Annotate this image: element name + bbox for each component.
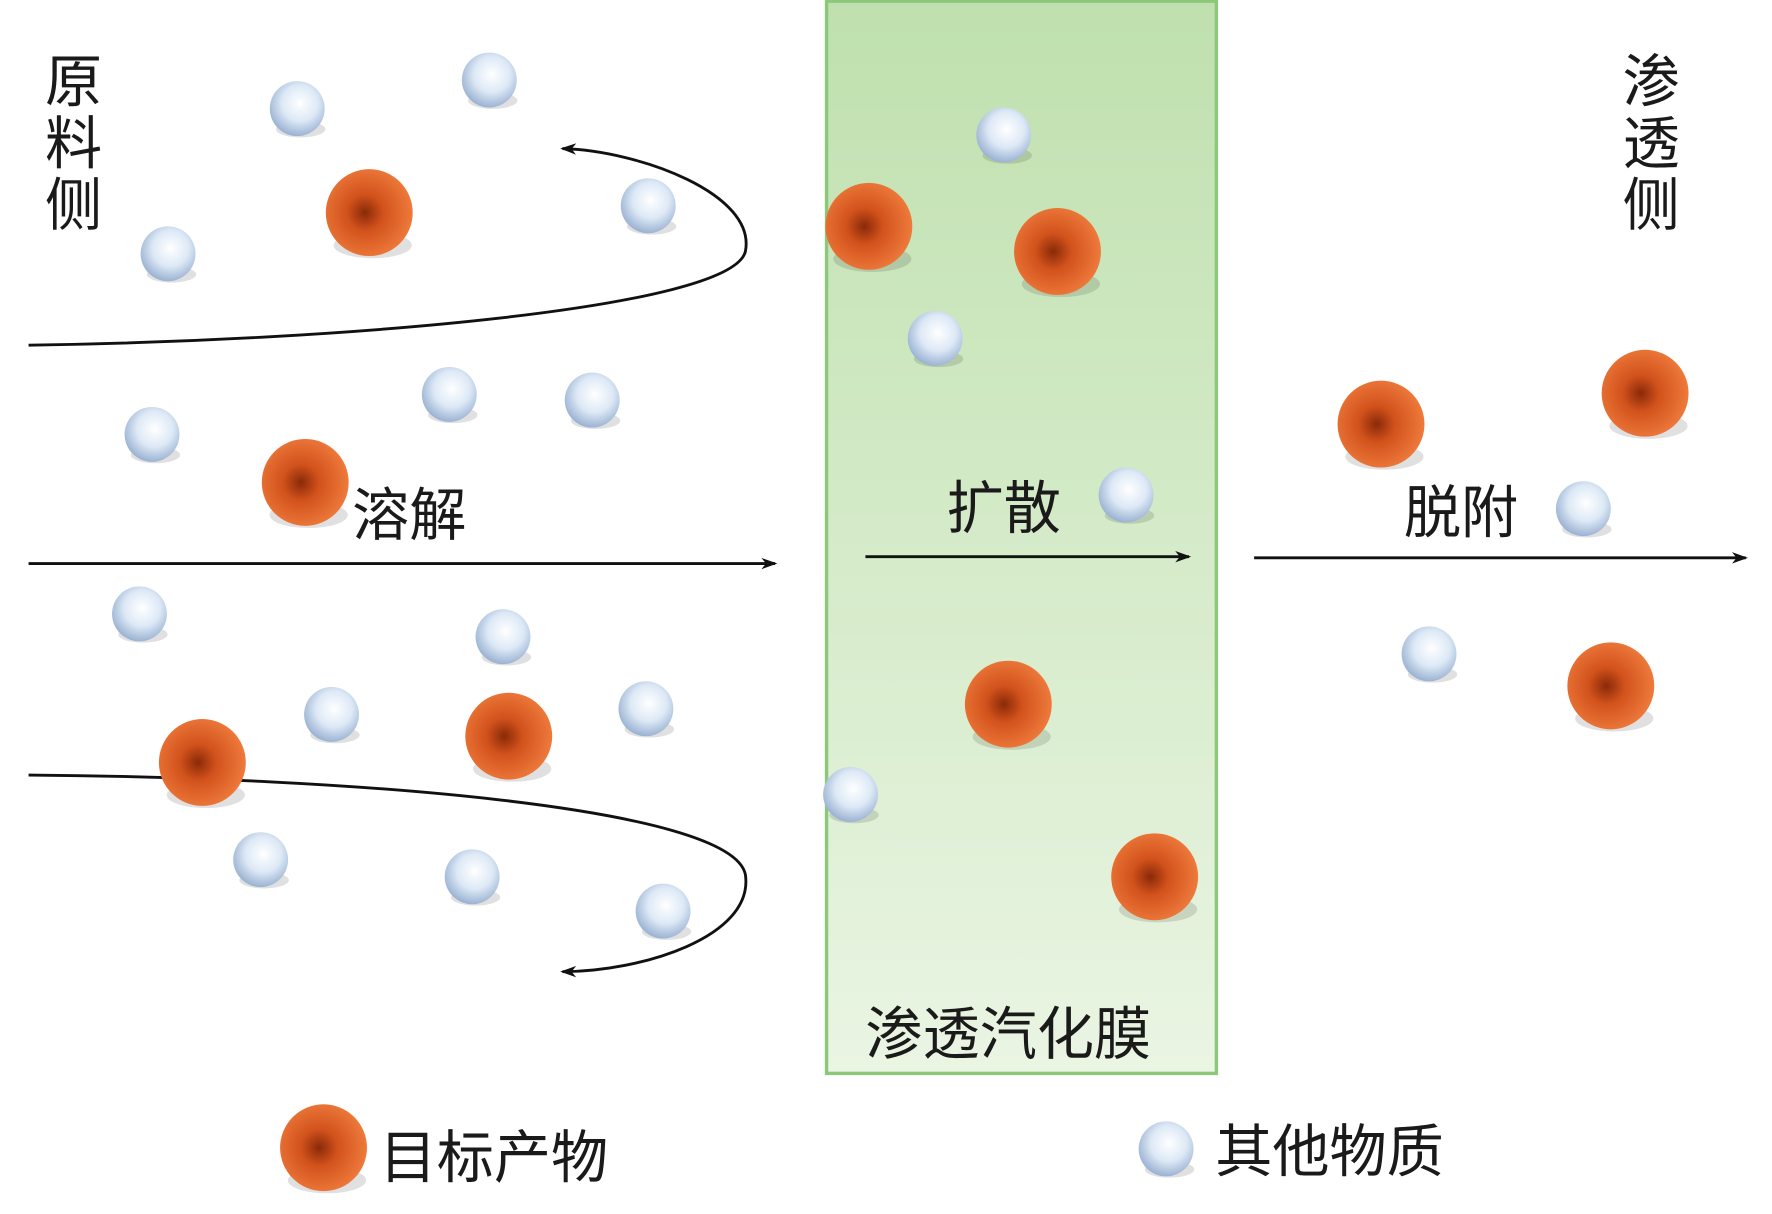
target-product-particle (465, 692, 553, 780)
other-substance-particle (618, 681, 674, 737)
target-product-particle (261, 438, 349, 526)
other-substance-particle (421, 366, 477, 422)
legend-target-product-icon (280, 1104, 367, 1192)
target-product-particle (1014, 208, 1101, 295)
other-substance-particle (976, 107, 1032, 163)
target-product-particle (158, 719, 246, 806)
dissolve-label: 溶解 (352, 483, 466, 549)
legend-other-substances-icon (1138, 1121, 1194, 1177)
other-substance-particle (620, 178, 676, 234)
other-substance-particle (475, 609, 531, 665)
target-product-particle (825, 182, 913, 270)
other-substance-particle (564, 372, 620, 428)
other-substance-particle (112, 586, 167, 642)
target-product-particle (964, 660, 1052, 748)
reflected-flow-top-arrow (28, 143, 748, 347)
other-substance-particle (635, 883, 691, 939)
other-substance-particle (1401, 626, 1457, 682)
membrane-label: 渗透汽化膜 (865, 1002, 1151, 1068)
target-product-particle (1601, 349, 1689, 437)
permeate-side-label: 渗透侧 (1613, 51, 1679, 236)
diffuse-label: 扩散 (947, 476, 1061, 542)
legend-target-product-label: 目标产物 (380, 1125, 609, 1191)
reflected-flow-bottom-arrow (28, 773, 748, 978)
desorb-label: 脱附 (1404, 481, 1518, 547)
target-product-particle (1337, 380, 1425, 468)
other-substance-particle (140, 226, 196, 282)
other-substance-particle (304, 687, 359, 742)
other-substance-particle (1555, 481, 1611, 537)
other-substance-particle (444, 849, 500, 905)
target-product-particle (1111, 833, 1199, 921)
other-substance-particle (907, 310, 963, 366)
other-substance-particle (124, 406, 180, 462)
other-substance-particle (269, 81, 325, 137)
legend-other-substances-label: 其他物质 (1215, 1120, 1444, 1186)
feed-side-label: 原料侧 (36, 51, 102, 236)
other-substance-particle (233, 832, 289, 888)
other-substance-particle (823, 767, 878, 822)
other-substance-particle (461, 52, 517, 108)
target-product-particle (1567, 642, 1655, 730)
other-substance-particle (1098, 467, 1154, 523)
target-product-particle (325, 169, 413, 257)
